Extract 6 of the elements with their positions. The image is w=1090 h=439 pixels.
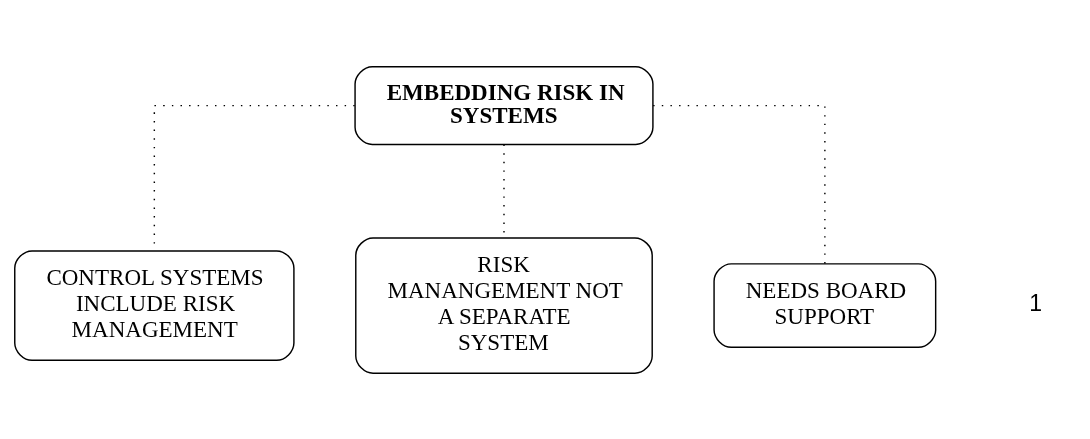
node-box: RISK MANANGEMENT NOT A SEPARATE SYSTEM bbox=[355, 236, 653, 374]
connector bbox=[652, 104, 826, 264]
node-box: EMBEDDING RISK IN SYSTEMS bbox=[354, 65, 654, 145]
label: 1 bbox=[1029, 289, 1043, 316]
node-box: CONTROL SYSTEMS INCLUDE RISK MANAGEMENT bbox=[14, 249, 295, 361]
node-box: NEEDS BOARD SUPPORT bbox=[713, 262, 937, 348]
